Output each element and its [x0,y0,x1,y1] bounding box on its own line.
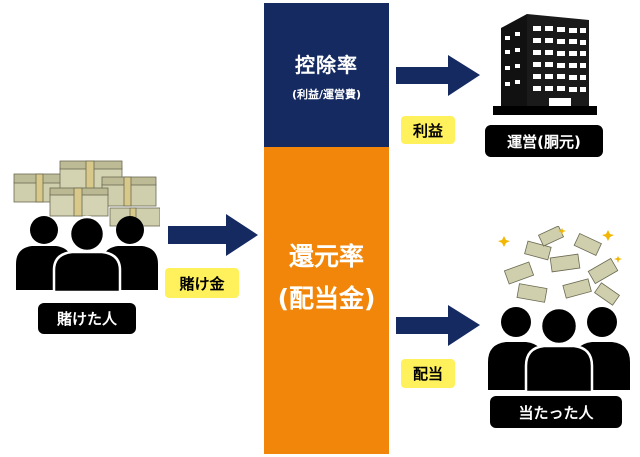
flying-bills-icon [498,226,622,306]
deduction-rate-block: 控除率 (利益/運営費) [264,3,389,147]
payout-tag: 配当 [401,359,455,388]
building-icon [493,14,597,115]
money-stack-icon [13,160,160,227]
operator-label: 運営(胴元) [485,125,603,157]
deduction-rate-title: 控除率 [295,52,358,77]
arrow-right-icon [396,305,480,346]
return-rate-block: 還元率 (配当金) [264,147,389,454]
return-rate-title: 還元率 [288,241,364,271]
profit-tag: 利益 [401,116,455,144]
return-rate-subtitle: (配当金) [277,283,376,313]
bet-tag: 賭け金 [165,268,239,298]
arrow-right-icon [396,55,480,96]
arrow-right-icon [168,214,258,256]
people-icon [488,306,630,392]
winners-label: 当たった人 [490,396,622,428]
bettors-label: 賭けた人 [38,303,136,334]
deduction-rate-subtitle: (利益/運営費) [291,87,362,101]
people-icon [16,215,158,292]
